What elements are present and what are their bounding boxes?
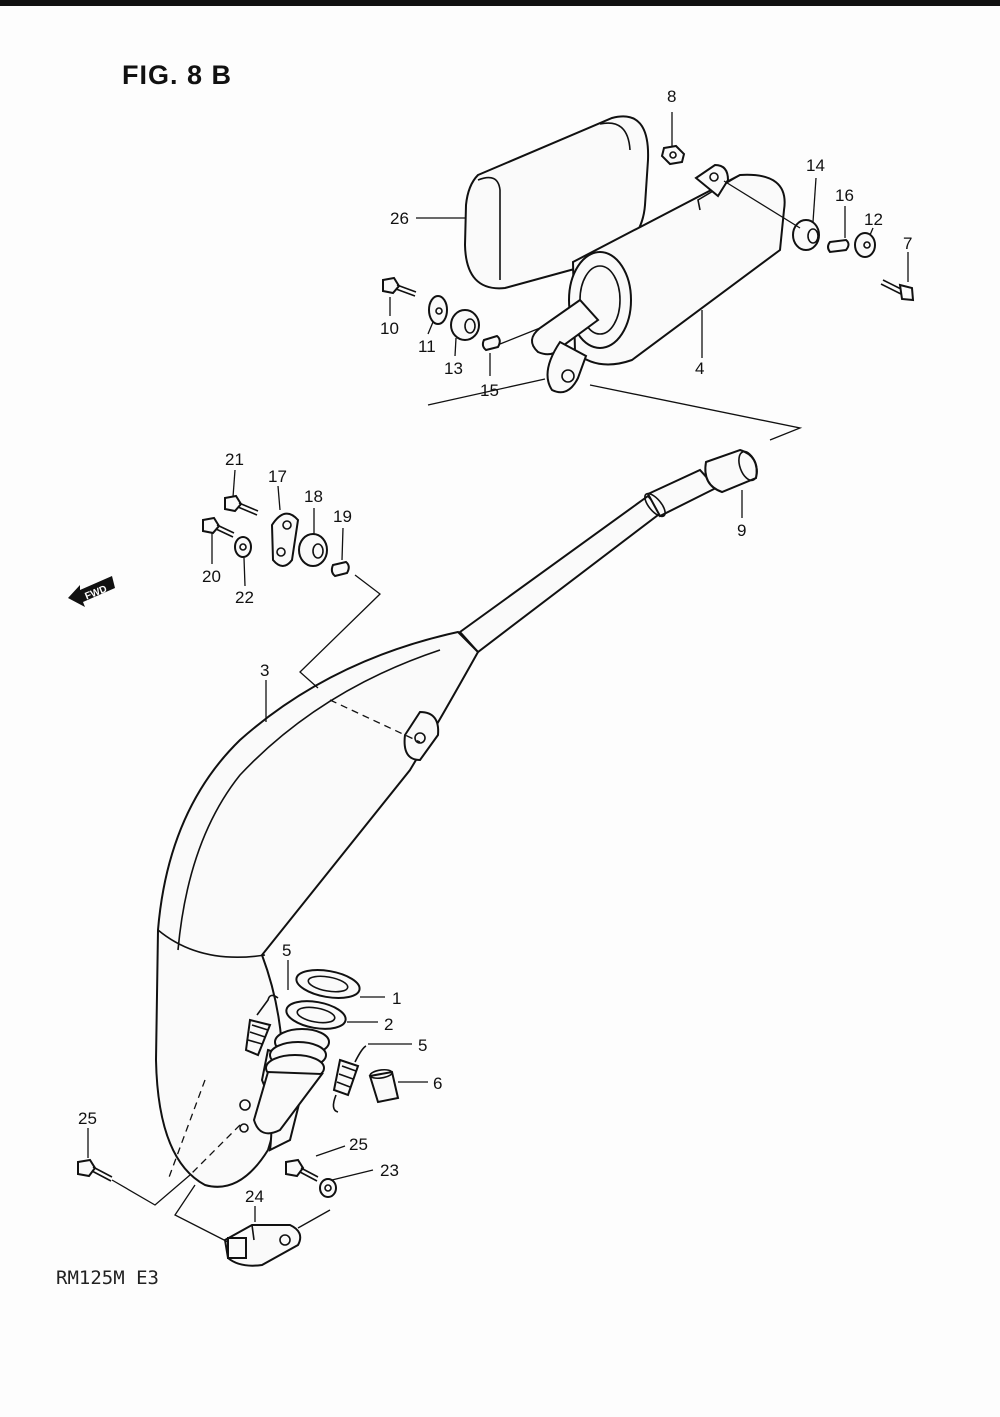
- lower-link-right: [297, 1209, 331, 1229]
- rubber-9: [704, 448, 758, 494]
- bolt-10: [382, 276, 417, 297]
- exhaust-pipe-3: [154, 468, 718, 1188]
- callout-4: 4: [695, 359, 704, 378]
- spring-5-left: [244, 994, 279, 1057]
- collar-15: [481, 334, 501, 352]
- exhaust-joint: [252, 1028, 330, 1135]
- gasket-2: [285, 1000, 347, 1030]
- callout-3: 3: [260, 661, 269, 680]
- callout-14: 14: [806, 156, 825, 175]
- grommet-18: [298, 533, 328, 567]
- bracket-17: [270, 512, 300, 567]
- collar-19: [330, 560, 350, 578]
- nut-8: [660, 144, 686, 166]
- gasket-1: [295, 969, 361, 999]
- callout-19: 19: [333, 507, 352, 526]
- fwd-label: FWD: [83, 584, 108, 603]
- callout-5-lower: 5: [418, 1036, 427, 1055]
- bracket-link-line: [299, 574, 381, 689]
- bracket-dash-line: [329, 699, 421, 743]
- washer-23: [319, 1178, 337, 1198]
- callout-21: 21: [225, 450, 244, 469]
- model-code: RM125M E3: [56, 1267, 159, 1289]
- washer-11: [428, 295, 448, 325]
- callout-13: 13: [444, 359, 463, 378]
- grommet-13: [450, 309, 480, 341]
- group-link-line: [427, 378, 803, 441]
- figure-title: FIG. 8 B: [122, 60, 233, 90]
- callout-12: 12: [864, 210, 883, 229]
- callout-9: 9: [737, 521, 746, 540]
- callout-17: 17: [268, 467, 287, 486]
- callout-2: 2: [384, 1015, 393, 1034]
- callout-22: 22: [235, 588, 254, 607]
- collar-6: [368, 1068, 400, 1104]
- callout-20: 20: [202, 567, 221, 586]
- axis-line-front: [499, 327, 541, 345]
- bolt-20: [202, 516, 235, 538]
- callout-25-left: 25: [78, 1109, 97, 1128]
- bolt-21: [224, 494, 259, 516]
- muffler-body: [531, 163, 786, 394]
- forward-arrow-icon: FWD: [68, 576, 115, 607]
- callout-8: 8: [667, 87, 676, 106]
- callout-18: 18: [304, 487, 323, 506]
- axis-line-rear: [723, 180, 801, 229]
- callout-24: 24: [245, 1187, 264, 1206]
- callout-15: 15: [480, 381, 499, 400]
- bolt-25-right: [285, 1158, 319, 1182]
- leader-lines: [87, 112, 909, 1222]
- bolt-7: [880, 279, 915, 302]
- callout-25-right: 25: [349, 1135, 368, 1154]
- callout-23: 23: [380, 1161, 399, 1180]
- bracket-24: [223, 1224, 302, 1267]
- callout-16: 16: [835, 186, 854, 205]
- spring-5-right: [332, 1045, 367, 1113]
- callout-26: 26: [390, 209, 409, 228]
- callout-10: 10: [380, 319, 399, 338]
- washer-12: [854, 232, 876, 258]
- bolt-25-left: [77, 1158, 113, 1182]
- lower-dash-left: [167, 1079, 206, 1181]
- callout-6: 6: [433, 1074, 442, 1093]
- grommet-14: [792, 219, 820, 251]
- callout-11: 11: [418, 337, 436, 356]
- collar-16: [827, 238, 850, 254]
- callout-5-upper: 5: [282, 941, 291, 960]
- callout-1: 1: [392, 989, 401, 1008]
- lower-link-left: [111, 1174, 191, 1206]
- callout-7: 7: [903, 234, 912, 253]
- top-border: [0, 0, 1000, 6]
- washer-22: [234, 536, 252, 558]
- lower-link-mid: [174, 1184, 229, 1243]
